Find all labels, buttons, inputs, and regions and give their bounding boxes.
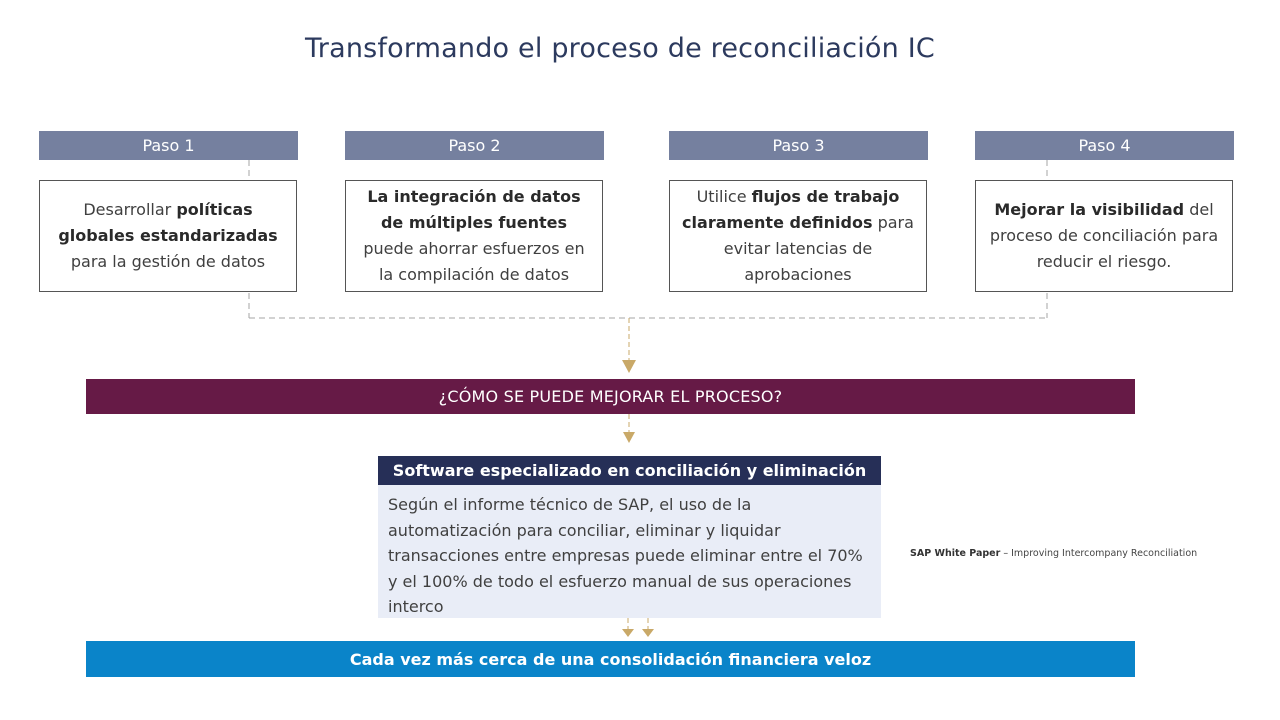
arrow-down-icon (623, 432, 635, 443)
step-1-box: Desarrollar políticas globales estandari… (39, 180, 297, 292)
step-2-header: Paso 2 (345, 131, 604, 160)
arrow-down-icon (642, 629, 654, 637)
step-4-header: Paso 4 (975, 131, 1234, 160)
software-description: Según el informe técnico de SAP, el uso … (378, 485, 881, 618)
arrow-down-icon (622, 629, 634, 637)
step-3-text: Utilice flujos de trabajo claramente def… (682, 187, 914, 284)
arrow-down-icon (622, 360, 636, 373)
result-banner: Cada vez más cerca de una consolidación … (86, 641, 1135, 677)
step-3-header: Paso 3 (669, 131, 928, 160)
slide-title: Transformando el proceso de reconciliaci… (305, 33, 935, 64)
question-banner: ¿CÓMO SE PUEDE MEJORAR EL PROCESO? (86, 379, 1135, 414)
software-header: Software especializado en conciliación y… (378, 456, 881, 485)
step-1-text: Desarrollar políticas globales estandari… (58, 200, 278, 271)
source-citation: SAP White Paper – Improving Intercompany… (910, 548, 1198, 559)
step-4-text: Mejorar la visibilidad del proceso de co… (989, 200, 1219, 271)
step-2-box: La integración de datos de múltiples fue… (345, 180, 603, 292)
step-3-box: Utilice flujos de trabajo claramente def… (669, 180, 927, 292)
step-1-header: Paso 1 (39, 131, 298, 160)
step-2-text: La integración de datos de múltiples fue… (363, 187, 585, 284)
step-4-box: Mejorar la visibilidad del proceso de co… (975, 180, 1233, 292)
